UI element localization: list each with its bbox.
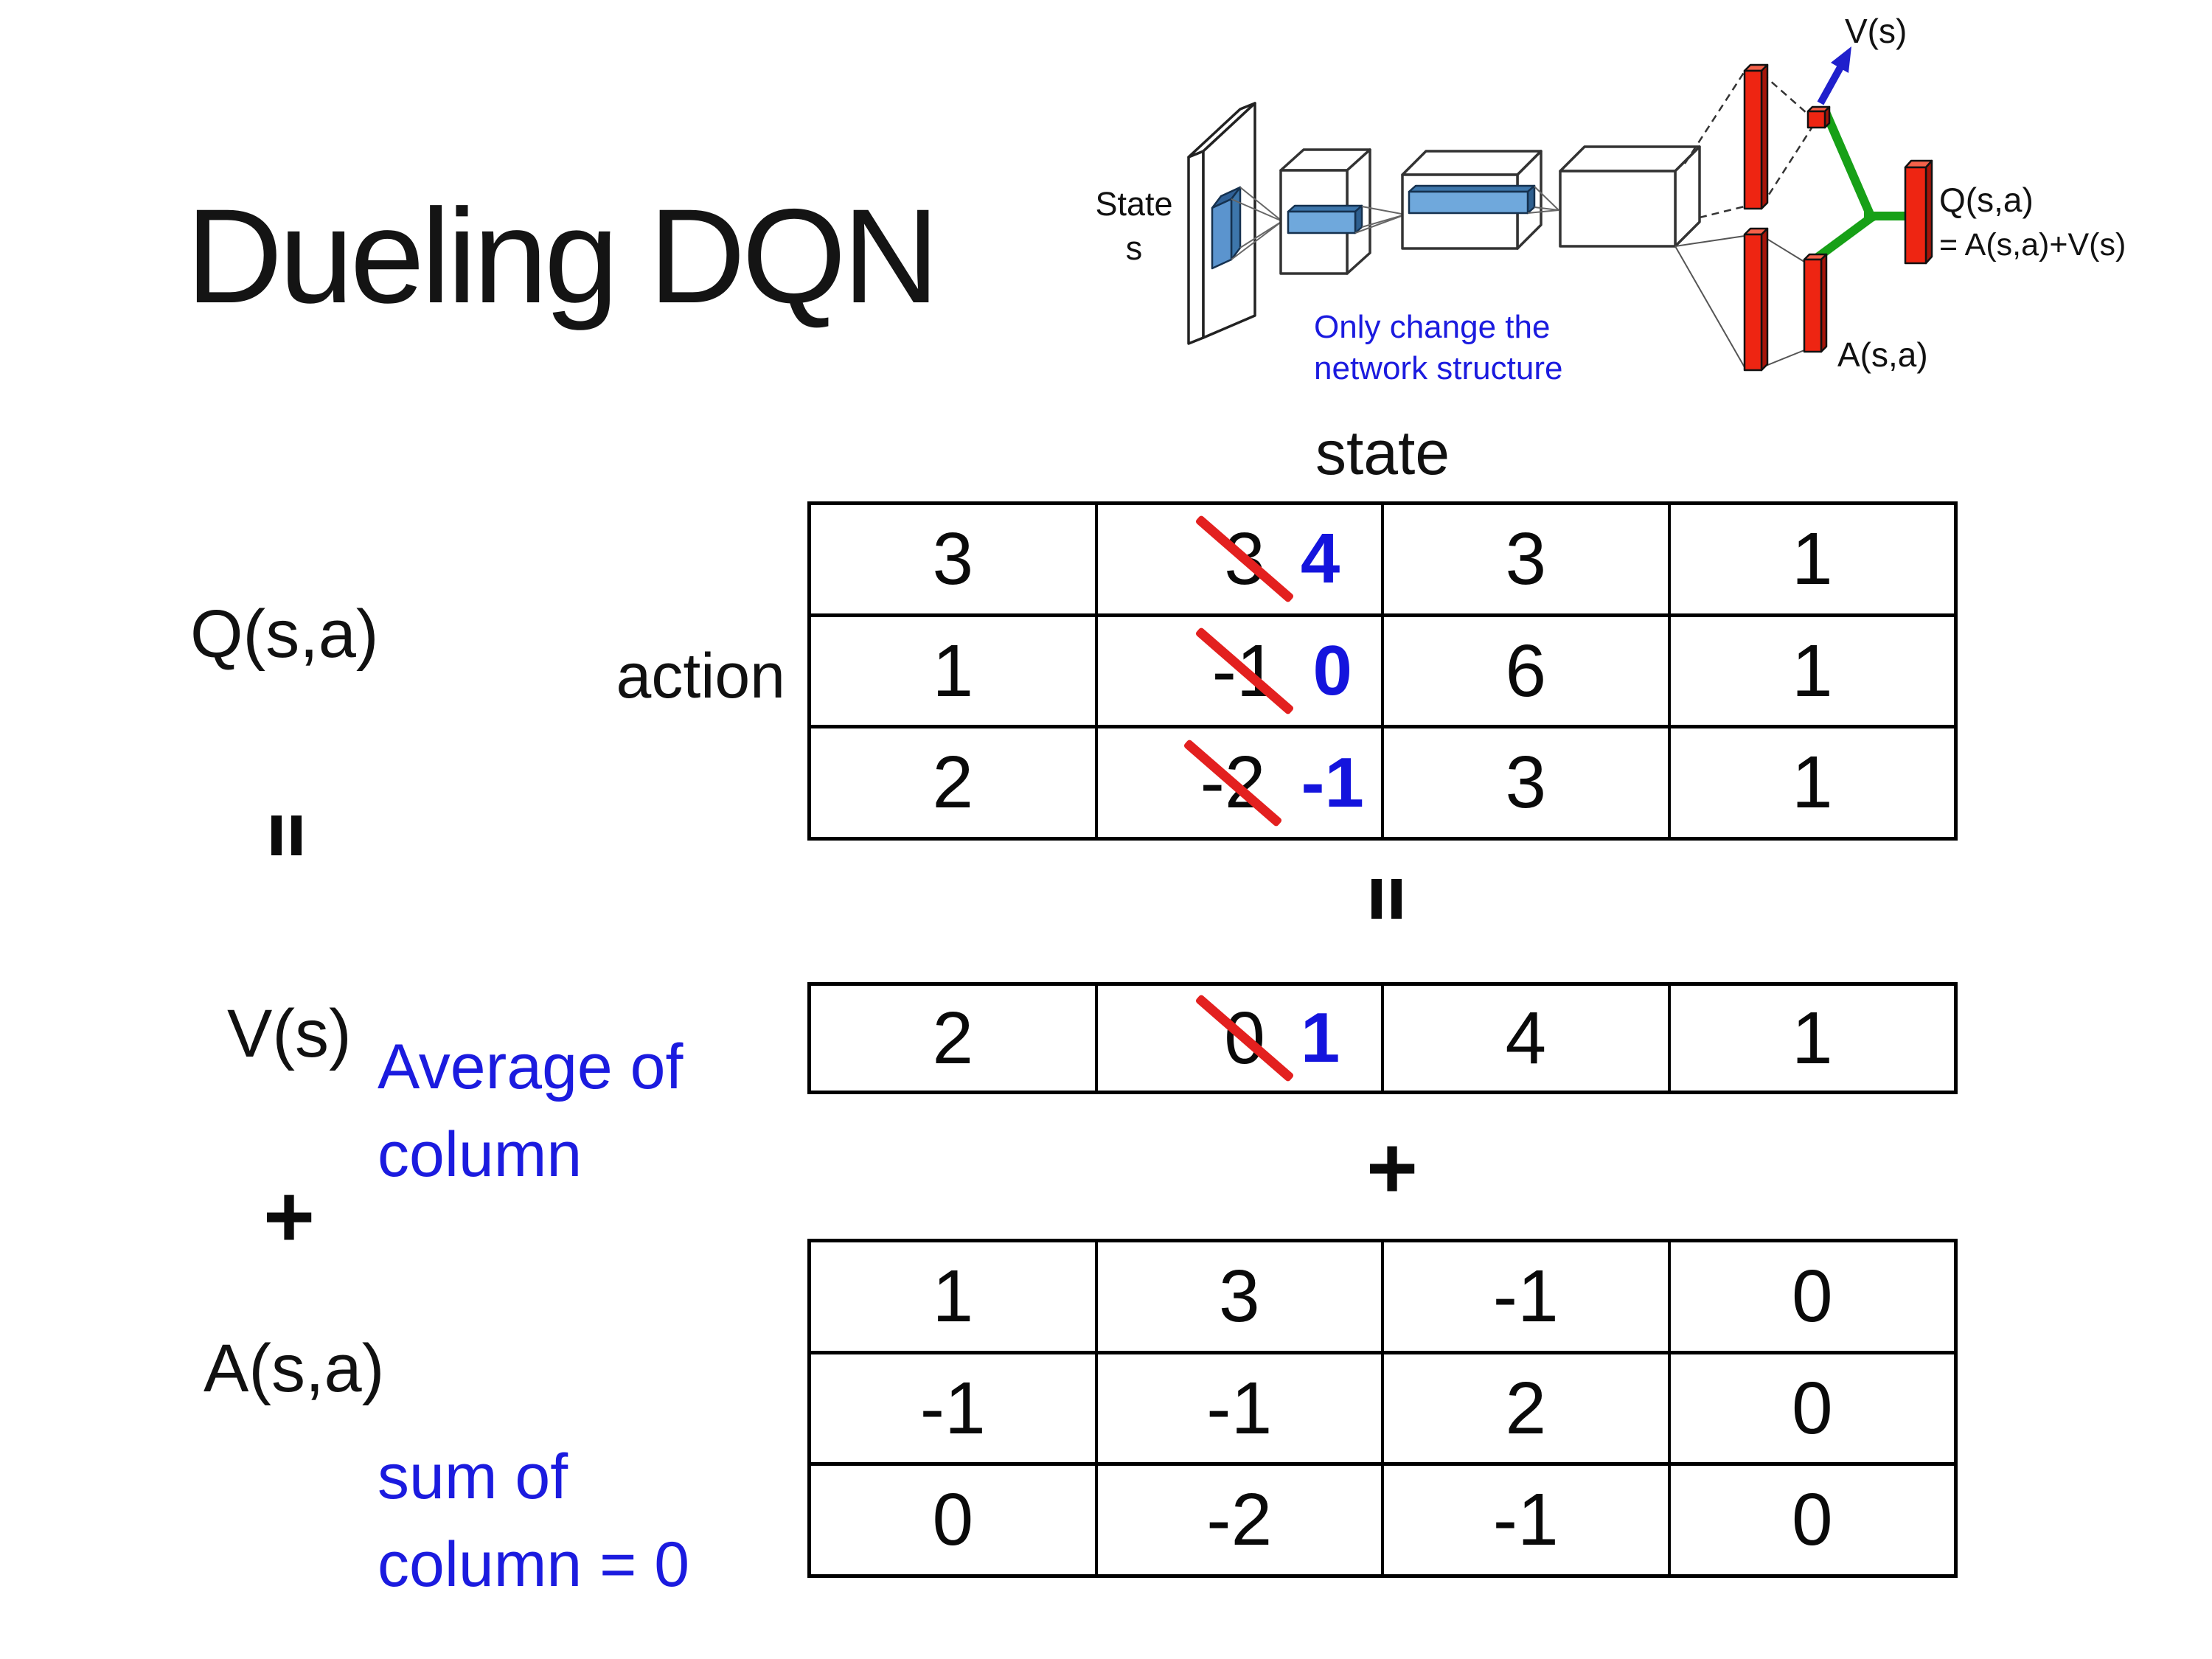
hidden-bar-advantage (1743, 227, 1769, 372)
table-cell: 2 (811, 986, 1098, 1091)
diagram-note-line1: Only change the (1314, 309, 1550, 345)
table-cell: 1 (1791, 517, 1833, 600)
equals-bar (1371, 879, 1382, 919)
slide-title: Dueling DQN (186, 181, 939, 331)
new-value: -1 (1301, 742, 1364, 822)
a-values-table: 1 3 -1 0 -1 -1 2 0 0 -2 -1 0 (807, 1239, 1958, 1578)
table-cell: 2 (1384, 1354, 1671, 1463)
table-row: 1 3 -1 0 (811, 1242, 1954, 1354)
conv-filter-wedge (1211, 186, 1242, 270)
table-cell: 1 (1791, 996, 1833, 1079)
table-cell: 3 (811, 505, 1098, 613)
table-cell: -1 (1098, 1354, 1384, 1463)
feature-bar-1 (1287, 204, 1363, 234)
diagram-q-output-line2: = A(s,a)+V(s) (1939, 227, 2126, 262)
state-axis-label: state (1315, 418, 1450, 487)
value-stream-dashed-lines (1683, 71, 1814, 219)
advantage-stream-lines (1674, 235, 1805, 368)
combine-links (1808, 106, 1911, 266)
equals-rotated-center (1371, 879, 1402, 919)
equals-bar (1391, 879, 1402, 919)
new-value: 1 (1300, 998, 1340, 1077)
table-cell: 3 (1384, 505, 1671, 613)
sum-of-column-note: sum of column = 0 (378, 1433, 689, 1608)
equals-rotated-left (271, 815, 302, 855)
table-cell: 3 (1384, 728, 1671, 838)
fc-box (1559, 145, 1701, 248)
table-cell: 4 (1384, 986, 1671, 1091)
table-cell: 1 (811, 616, 1098, 726)
table-row: 2 -2-1 3 1 (811, 728, 1954, 838)
diagram-a-output-label: A(s,a) (1837, 335, 1928, 374)
advantage-vector-bar (1803, 253, 1828, 353)
sum-note-line1: sum of (378, 1441, 568, 1512)
q-values-table: 3 34 3 1 1 -10 6 1 2 -2-1 3 1 (807, 501, 1958, 841)
table-cell: 0 (811, 1466, 1098, 1575)
table-cell: 0 (1791, 1254, 1833, 1338)
average-of-column-note: Average of column (378, 1023, 683, 1198)
equals-bar (291, 815, 302, 855)
table-cell: -1 (1384, 1466, 1671, 1575)
sum-note-line2: column = 0 (378, 1528, 690, 1600)
diagram-v-output-label: V(s) (1845, 12, 1907, 50)
action-axis-label: action (616, 641, 786, 712)
table-cell-crossed: -2-1 (1098, 728, 1384, 838)
table-row: 0 -2 -1 0 (811, 1466, 1954, 1575)
q-output-bar (1904, 159, 1933, 265)
table-cell-crossed: -10 (1098, 616, 1384, 726)
diagram-q-output-line1: Q(s,a) (1939, 181, 2034, 219)
v-values-table: 2 01 4 1 (807, 982, 1958, 1094)
filter-converge-lines-3 (1527, 186, 1559, 214)
average-note-line2: column (378, 1119, 582, 1190)
table-row: 3 34 3 1 (811, 505, 1954, 617)
table-cell: 1 (1791, 741, 1833, 824)
new-value: 4 (1300, 519, 1340, 599)
table-row: 2 01 4 1 (811, 986, 1954, 1091)
q-matrix-label: Q(s,a) (190, 597, 379, 672)
table-cell: 6 (1384, 616, 1671, 726)
feature-bar-2 (1408, 184, 1536, 215)
value-node (1806, 105, 1831, 129)
v-matrix-label: V(s) (227, 996, 352, 1071)
diagram-note-line2: network structure (1314, 350, 1562, 386)
table-row: 1 -10 6 1 (811, 616, 1954, 729)
table-cell-crossed: 01 (1098, 986, 1384, 1091)
hidden-bar-value (1743, 63, 1769, 210)
network-diagram: State s Only change the network structur… (1095, 12, 2126, 386)
table-cell: 3 (1098, 1242, 1384, 1351)
table-row: -1 -1 2 0 (811, 1354, 1954, 1467)
table-cell: -2 (1098, 1466, 1384, 1575)
table-cell: 1 (811, 1242, 1098, 1351)
diagram-state-label: State (1095, 185, 1172, 223)
table-cell: 2 (811, 728, 1098, 838)
average-note-line1: Average of (378, 1032, 684, 1102)
plus-sign-center: + (1366, 1119, 1419, 1217)
filter-converge-lines-1 (1231, 187, 1283, 260)
new-value: 0 (1312, 631, 1352, 710)
equals-bar (271, 815, 282, 855)
filter-converge-lines-2 (1354, 206, 1406, 234)
table-cell-crossed: 34 (1098, 505, 1384, 613)
table-cell: 0 (1791, 1478, 1833, 1562)
diagram-state-s-label: s (1126, 229, 1143, 267)
plus-sign-left: + (262, 1167, 316, 1266)
table-cell: 0 (1791, 1366, 1833, 1450)
table-cell: -1 (811, 1354, 1098, 1463)
value-arrow (1817, 46, 1851, 105)
table-cell: -1 (1384, 1242, 1671, 1351)
a-matrix-label: A(s,a) (204, 1331, 385, 1406)
table-cell: 1 (1791, 629, 1833, 712)
